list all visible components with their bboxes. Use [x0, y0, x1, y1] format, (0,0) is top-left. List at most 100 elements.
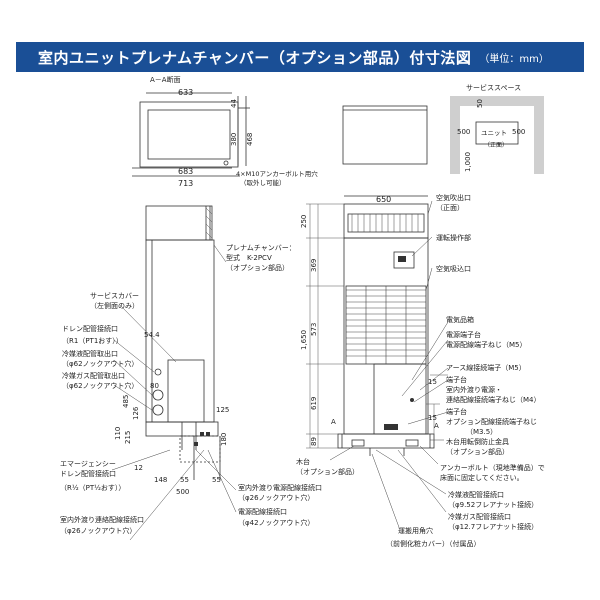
gas-conn-label: 冷媒ガス配管接続口: [448, 512, 511, 521]
front-grille-intake: [346, 286, 426, 364]
dim-250: 250: [300, 215, 308, 228]
section-aa-label: A－A断面: [150, 75, 181, 84]
anchor-bolt-note: アンカーボルト（現地準備品）で: [440, 463, 545, 472]
side-view: [145, 205, 221, 480]
dim-80: 80: [150, 382, 159, 390]
dim-619: 619: [310, 397, 318, 410]
service-left-dim: 500: [457, 128, 470, 136]
bolt-note-removable: （取外し可能）: [240, 178, 286, 187]
section-aa: [132, 92, 250, 177]
carry-hole-label: 運搬用角穴: [398, 526, 433, 535]
power-port-label: 電源配線接続口: [238, 507, 287, 516]
side-leaders: [111, 244, 237, 541]
option-terminal-desc: オプション配線接続端子ねじ: [446, 417, 537, 426]
service-right-dim: 500: [512, 128, 525, 136]
dim-15-bottom: 15: [428, 414, 437, 422]
service-cover-label: サービスカバー: [90, 291, 139, 300]
dim-15-top: 15: [428, 378, 437, 386]
header-bar: 室内ユニットプレナムチャンバー（オプション部品）付寸法図 （単位：mm）: [16, 42, 584, 72]
outdoor-power-label: 室内外渡り電源配線接続口: [238, 483, 322, 492]
outdoor-power-spec: （φ26ノックアウト穴）: [238, 493, 314, 502]
dim-683: 683: [178, 167, 193, 176]
front-dim-lines: [306, 203, 448, 449]
dim-573: 573: [310, 323, 318, 336]
dim-1650: 1,650: [300, 330, 308, 350]
front-grille-top: [351, 214, 419, 232]
air-outlet-front: （正面）: [436, 204, 464, 212]
dim-180: 180: [220, 433, 228, 446]
emergency-label: エマージェンシー: [60, 460, 116, 468]
gas-outlet-spec: （φ62ノックアウト穴）: [62, 381, 138, 390]
power-port-spec: （φ42ノックアウト穴）: [238, 518, 314, 527]
dim-55-left: 55: [180, 476, 189, 484]
section-mark-a-left: A: [331, 418, 336, 426]
dim-110: 110: [114, 427, 122, 440]
service-bottom-dim: 1,000: [464, 152, 472, 172]
dim-54-4: 54.4: [144, 331, 160, 339]
service-space-diagram: [450, 96, 544, 174]
chamber-option: （オプション部品）: [226, 263, 289, 272]
side-knockouts: [194, 432, 210, 446]
option-terminal-label: 端子台: [446, 407, 467, 416]
wood-base-label: 木台: [296, 457, 310, 466]
page-title: 室内ユニットプレナムチャンバー（オプション部品）付寸法図: [38, 48, 472, 67]
dim-44: 44: [230, 99, 238, 108]
gas-conn-spec: （φ12.7フレアナット接続）: [448, 522, 538, 531]
bolt-note: 4×M10アンカーボルト用穴: [236, 169, 318, 178]
service-space-label: サービススペース: [466, 83, 521, 92]
dim-468: 468: [246, 133, 254, 146]
dim-148: 148: [154, 476, 167, 484]
chamber-label: プレナムチャンバー：: [226, 244, 296, 252]
section-mark-a-right: A: [434, 422, 439, 430]
electrical-box-label: 電気品箱: [446, 315, 474, 324]
gas-outlet-label: 冷媒ガス配管取出口: [62, 371, 125, 380]
earth-terminal-label: アース線接続端子（M5）: [446, 363, 526, 372]
dim-380: 380: [230, 133, 238, 146]
liquid-outlet-label: 冷媒液配管取出口: [62, 349, 118, 358]
dim-369: 369: [310, 259, 318, 272]
dim-215: 215: [124, 431, 132, 444]
emergency-drain-spec: （R½（PT½おす））: [60, 484, 125, 492]
chamber-model: 型式 K-2PCV: [226, 253, 272, 262]
wood-fix-label: 木台用転倒防止金具: [446, 437, 509, 446]
air-inlet-label: 空気吸込口: [436, 264, 471, 273]
option-terminal-screw: （M3.5）: [466, 428, 497, 436]
service-cover-note: （左側面のみ）: [90, 301, 139, 310]
dim-126: 126: [132, 406, 140, 420]
outdoor-comm-label: 室内外渡り連絡配線接続口: [60, 515, 144, 524]
front-width-dim: 650: [376, 195, 391, 204]
liquid-outlet-spec: （φ62ノックアウト穴）: [62, 359, 138, 368]
front-leaders: [329, 200, 449, 531]
dim-125: 125: [216, 406, 229, 414]
liquid-conn-label: 冷媒液配管接続口: [448, 490, 504, 499]
dim-713: 713: [178, 179, 193, 188]
control-panel-label: 運転操作部: [436, 233, 471, 242]
terminal-block-screw: 連絡配線接続端子ねじ（M4）: [446, 395, 541, 404]
dim-485: 485: [122, 395, 130, 408]
service-front-label: （正面）: [484, 142, 508, 149]
drain-port-label: ドレン配管接続口: [62, 324, 118, 333]
liquid-conn-spec: （φ9.52フレアナット接続）: [448, 500, 538, 509]
front-components: [384, 256, 414, 430]
wood-fix-option: （オプション部品）: [446, 447, 509, 456]
dim-12: 12: [134, 464, 143, 472]
service-top-dim: 50: [476, 99, 484, 108]
dim-633: 633: [178, 88, 193, 97]
terminal-block-label: 端子台: [446, 375, 467, 384]
wood-base-option: （オプション部品）: [296, 467, 359, 476]
side-hatch: [205, 207, 213, 239]
air-outlet-label: 空気吹出口: [436, 193, 471, 202]
emergency-drain-label: ドレン配管接続口: [60, 469, 116, 478]
power-terminal-label: 電源端子台: [446, 330, 481, 339]
dim-89: 89: [310, 437, 318, 446]
dim-500: 500: [176, 488, 189, 496]
terminal-block-desc: 室内外渡り電源・: [446, 385, 502, 394]
power-terminal-screw: 電源配線端子ねじ（M5）: [446, 340, 527, 349]
anchor-bolt-fix: 床面に固定してください。: [440, 473, 524, 482]
unit-label: （単位：mm）: [479, 53, 549, 65]
carry-hole-note: （前側化粧カバー）（付属品）: [386, 539, 481, 548]
outdoor-comm-spec: （φ26ノックアウト穴）: [60, 526, 136, 535]
dim-55-right: 55: [212, 476, 221, 484]
top-view: [342, 105, 428, 165]
